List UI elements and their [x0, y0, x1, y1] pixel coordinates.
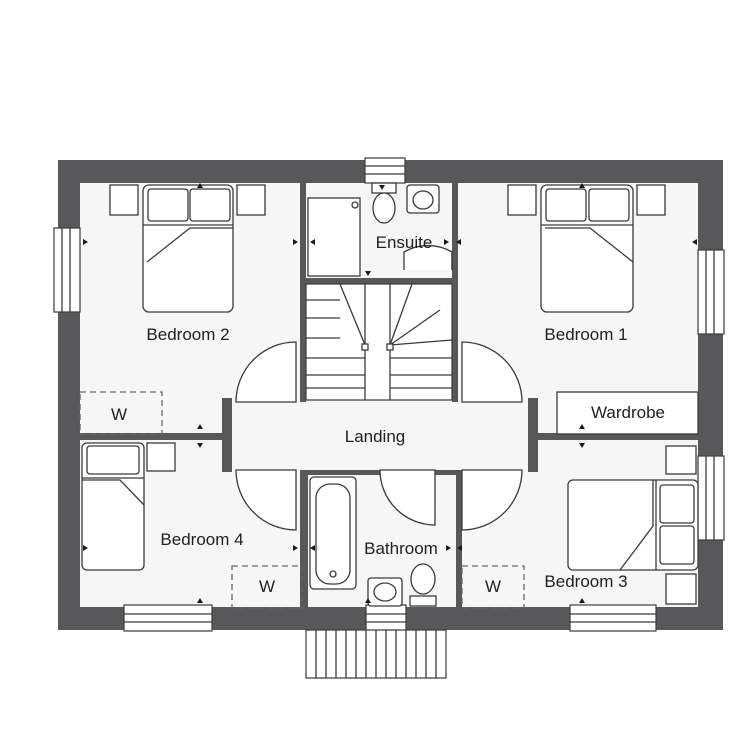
ensuite-fixtures — [307, 182, 440, 277]
door-bathroom — [379, 469, 436, 526]
porch-steps — [305, 629, 447, 679]
window-bedroom1 — [697, 249, 725, 335]
markers — [83, 183, 697, 603]
bed-bedroom4 — [81, 442, 176, 571]
label-bedroom1: Bedroom 1 — [544, 325, 627, 344]
window-top-ensuite — [364, 157, 406, 184]
wardrobe-bedroom3 — [461, 565, 525, 609]
bed-bedroom1 — [507, 184, 666, 313]
bed-bedroom3 — [567, 445, 699, 605]
door-bedroom2 — [235, 341, 297, 403]
door-ensuite — [403, 245, 453, 270]
wardrobe-bedroom4 — [231, 565, 303, 609]
label-landing: Landing — [345, 427, 406, 446]
door-bedroom1 — [461, 341, 523, 403]
label-w-bedroom3: W — [485, 577, 501, 596]
label-wardrobe: Wardrobe — [591, 403, 665, 422]
label-bathroom: Bathroom — [364, 539, 438, 558]
wardrobe-bedroom2 — [79, 391, 163, 435]
bed-bedroom2 — [109, 184, 266, 313]
wall-landing-left — [222, 398, 232, 472]
landing-mid — [232, 402, 528, 470]
bathroom-fixtures — [309, 476, 437, 607]
door-bedroom4 — [235, 469, 297, 531]
label-w-bedroom4: W — [259, 577, 275, 596]
label-bedroom3: Bedroom 3 — [544, 572, 627, 591]
staircase — [305, 283, 453, 401]
label-bedroom4: Bedroom 4 — [160, 530, 243, 549]
label-ensuite: Ensuite — [376, 233, 433, 252]
window-bedroom4 — [123, 604, 213, 632]
label-w-bedroom2: W — [111, 405, 127, 424]
window-bathroom — [365, 604, 407, 632]
window-bedroom3-side — [697, 455, 725, 541]
label-bedroom2: Bedroom 2 — [146, 325, 229, 344]
window-bedroom3 — [569, 604, 657, 632]
wall-landing-right — [528, 398, 538, 472]
window-bedroom2 — [53, 227, 81, 313]
door-bedroom3 — [461, 469, 523, 531]
